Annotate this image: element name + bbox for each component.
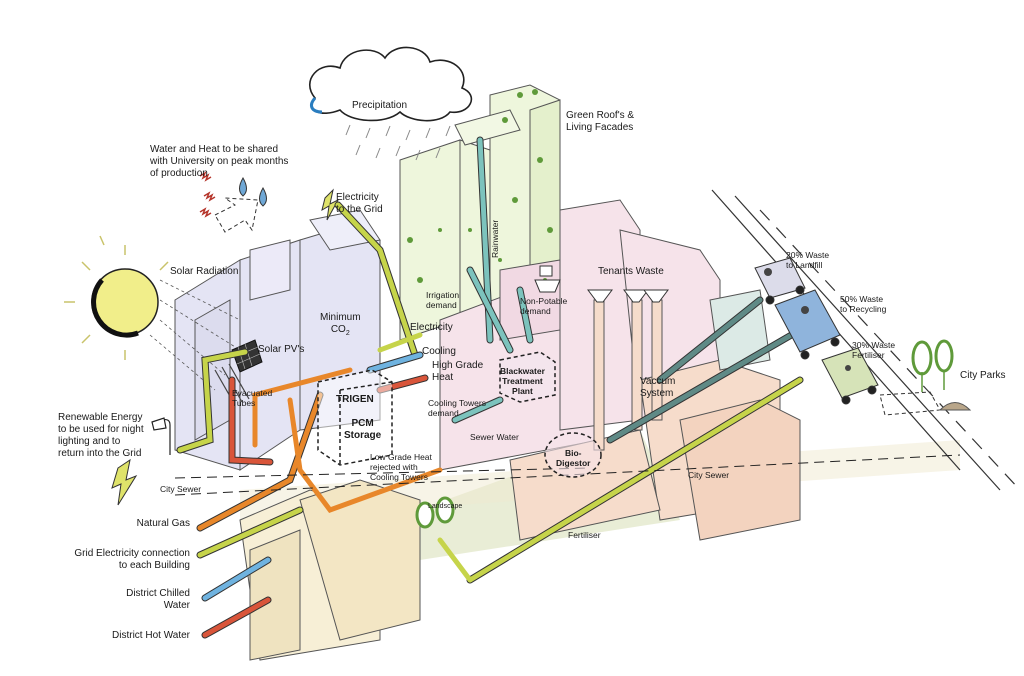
tree-icon xyxy=(911,339,972,411)
waste-pipe xyxy=(606,296,804,444)
water-drop-icon xyxy=(239,177,267,207)
lightning-icon xyxy=(111,458,138,506)
solar-rays xyxy=(149,279,241,391)
truck-icon xyxy=(754,257,806,305)
rain-streaks xyxy=(345,124,451,161)
truck-icon xyxy=(821,347,879,405)
street-lamp-icon xyxy=(151,417,171,455)
tree-icon xyxy=(415,496,455,529)
bio-digestor-box xyxy=(544,432,602,478)
park-path xyxy=(879,391,941,416)
blackwater-plant-box xyxy=(499,351,556,403)
heat-squiggle-icon xyxy=(199,171,216,218)
cloud-icon xyxy=(309,46,473,122)
rainwater-pipe xyxy=(451,136,534,424)
hot-water-pipe xyxy=(201,374,429,639)
truck-icon xyxy=(774,289,841,360)
recycle-icon xyxy=(764,268,851,371)
natural-gas-pipe-fill xyxy=(197,367,443,531)
lightning-icon xyxy=(321,188,340,221)
funnel-icon xyxy=(587,289,669,303)
sun-icon xyxy=(64,235,169,360)
grid-electricity-pipe-fill xyxy=(177,202,803,583)
chilled-water-pipe xyxy=(201,351,424,602)
trigen-pcm-box xyxy=(317,369,393,466)
shared-heat-arrow xyxy=(214,197,259,233)
toilet-icon xyxy=(534,265,561,293)
green-facade-foliage xyxy=(407,89,553,283)
